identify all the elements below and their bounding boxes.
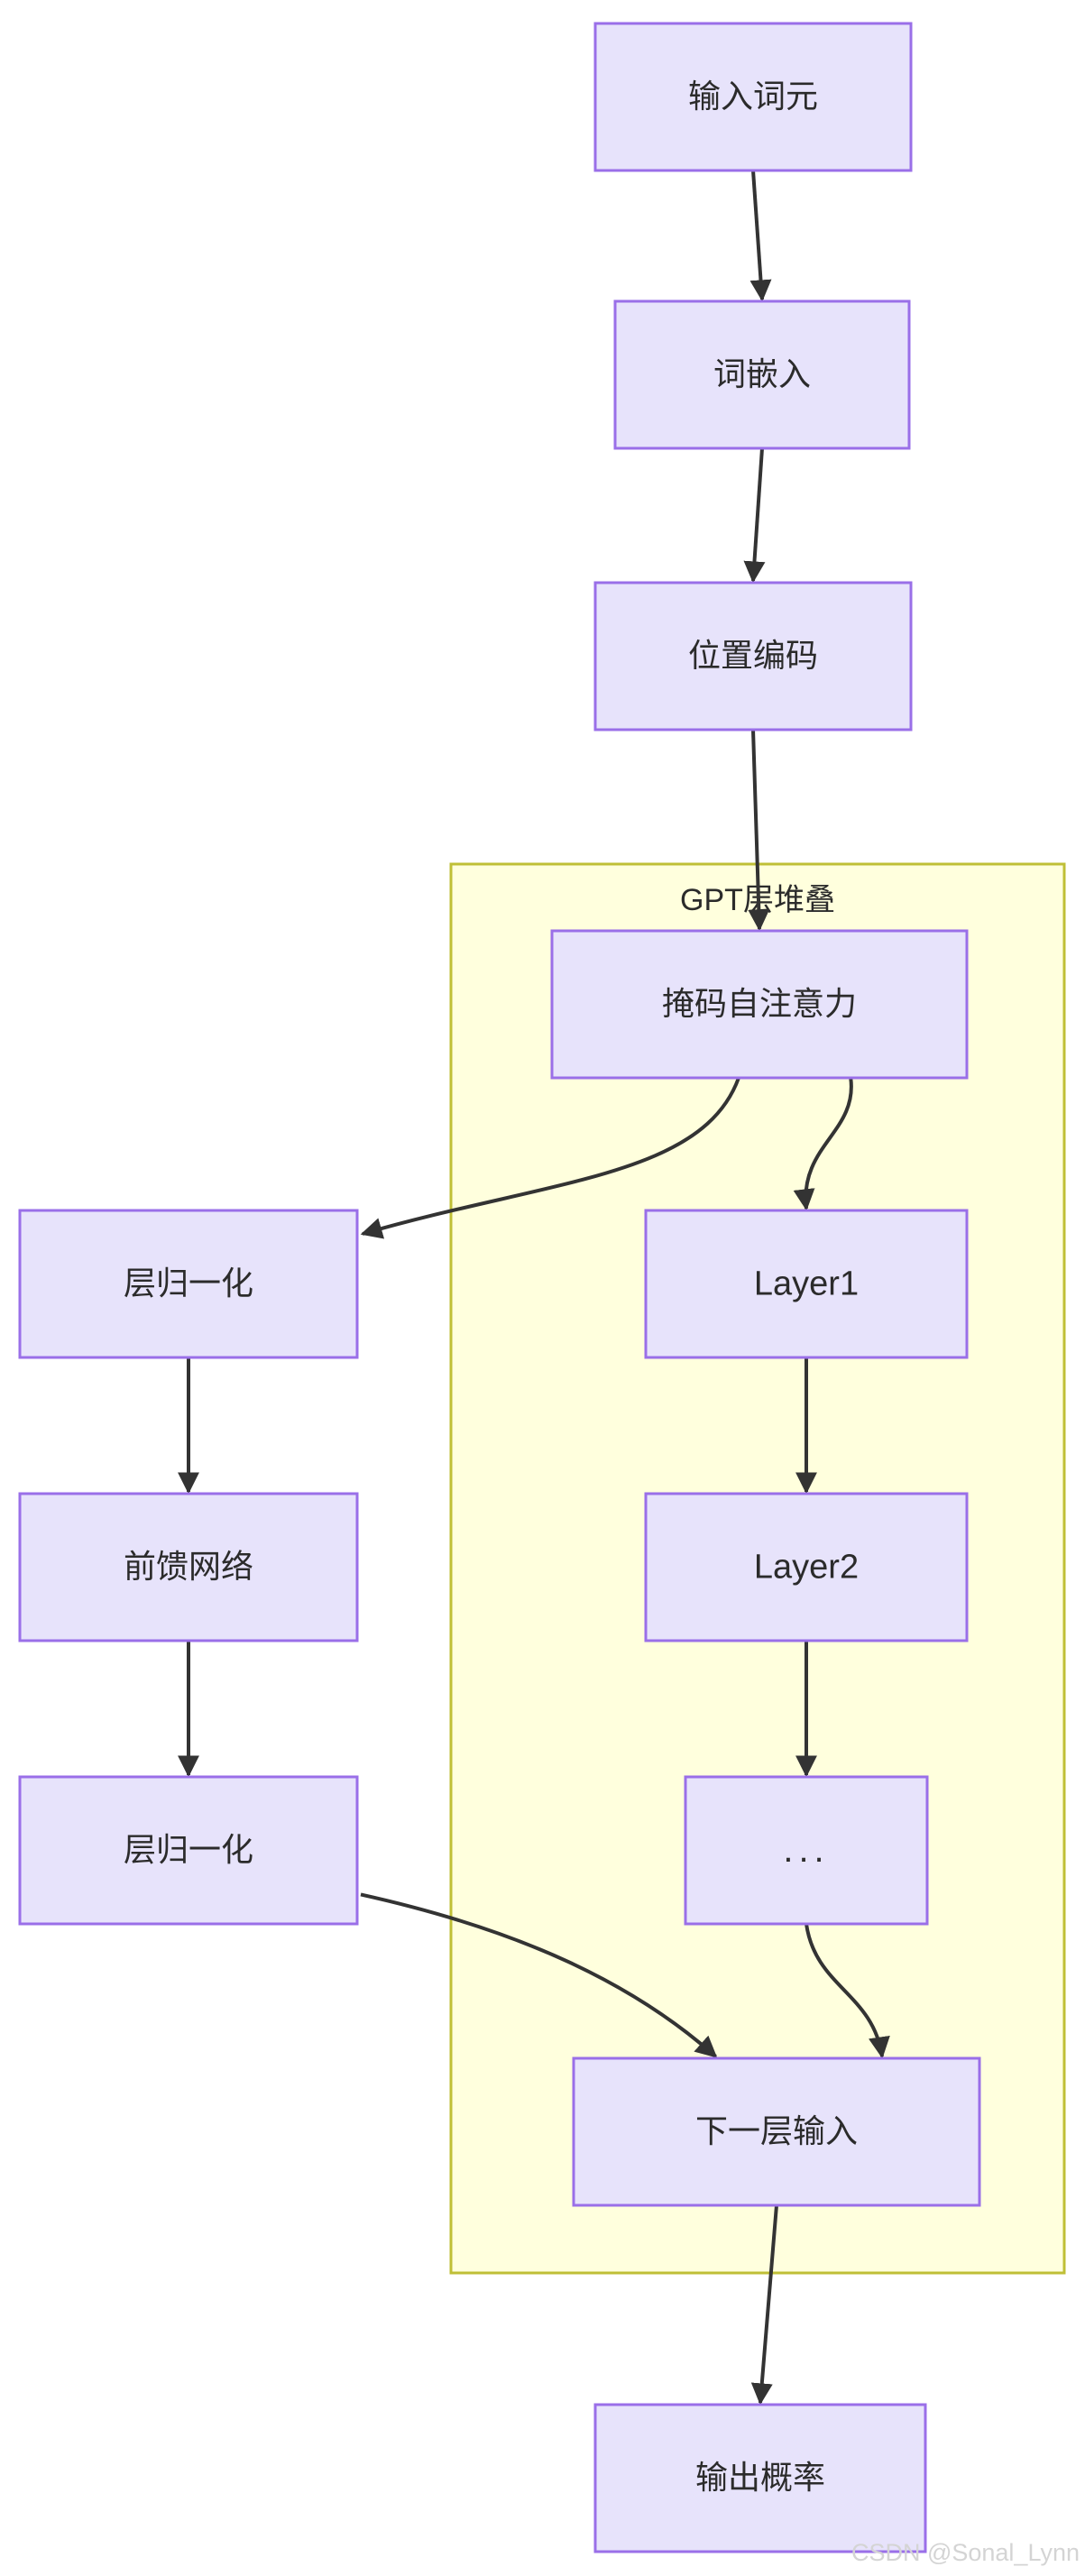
node-output-probability[interactable]: 输出概率: [593, 2403, 927, 2553]
edge-ellipsis-to-nextinput: [805, 1923, 890, 2059]
edge-layernorm2-to-nextinput: [360, 1892, 718, 2058]
node-layer-norm-2[interactable]: 层归一化: [18, 1775, 359, 1926]
node-input-tokens[interactable]: 输入词元: [593, 22, 913, 172]
node-label: 掩码自注意力: [662, 985, 857, 1022]
node-word-embedding[interactable]: 词嵌入: [613, 299, 911, 450]
node-label: 层归一化: [124, 1265, 253, 1302]
node-box[interactable]: [684, 1775, 929, 1926]
edges-layer: [178, 170, 890, 2406]
node-label: Layer2: [754, 1549, 859, 1587]
node-box[interactable]: [593, 22, 913, 172]
node-box[interactable]: [18, 1775, 359, 1926]
node-box[interactable]: [613, 299, 911, 450]
node-label: 层归一化: [124, 1831, 253, 1868]
edge-position-to-attention: [748, 729, 770, 932]
edge-attention-to-layernorm1: [360, 1077, 740, 1239]
node-layer-1[interactable]: Layer1: [644, 1209, 969, 1359]
node-layer-norm-1[interactable]: 层归一化: [18, 1209, 359, 1359]
node-box[interactable]: [572, 2056, 981, 2207]
node-label: 词嵌入: [713, 355, 811, 392]
node-masked-self-attention[interactable]: 掩码自注意力: [550, 929, 969, 1080]
edge-attention-to-layer1: [793, 1077, 853, 1211]
node-label: ...: [783, 1830, 829, 1870]
node-positional-encoding[interactable]: 位置编码: [593, 581, 913, 731]
node-box[interactable]: [644, 1492, 969, 1642]
edge-nextinput-to-output: [750, 2204, 778, 2406]
node-label: Layer1: [754, 1265, 859, 1303]
node-box[interactable]: [644, 1209, 969, 1359]
node-box[interactable]: [593, 581, 913, 731]
node-label: 位置编码: [688, 637, 818, 674]
csdn-watermark: CSDN @Sonal_Lynn: [851, 2539, 1080, 2566]
node-box[interactable]: [550, 929, 969, 1080]
node-layer-2[interactable]: Layer2: [644, 1492, 969, 1642]
node-box[interactable]: [18, 1492, 359, 1642]
node-feed-forward[interactable]: 前馈网络: [18, 1492, 359, 1642]
node-label: 前馈网络: [124, 1548, 253, 1585]
node-box[interactable]: [593, 2403, 927, 2553]
edge-input-to-embedding: [749, 170, 772, 302]
edge-embedding-to-position: [743, 447, 766, 584]
node-layers-ellipsis[interactable]: ...: [684, 1775, 929, 1926]
node-label: 下一层输入: [695, 2112, 858, 2149]
node-label: 输出概率: [695, 2459, 825, 2496]
node-label: 输入词元: [688, 78, 818, 115]
node-next-layer-input[interactable]: 下一层输入: [572, 2056, 981, 2207]
node-box[interactable]: [18, 1209, 359, 1359]
